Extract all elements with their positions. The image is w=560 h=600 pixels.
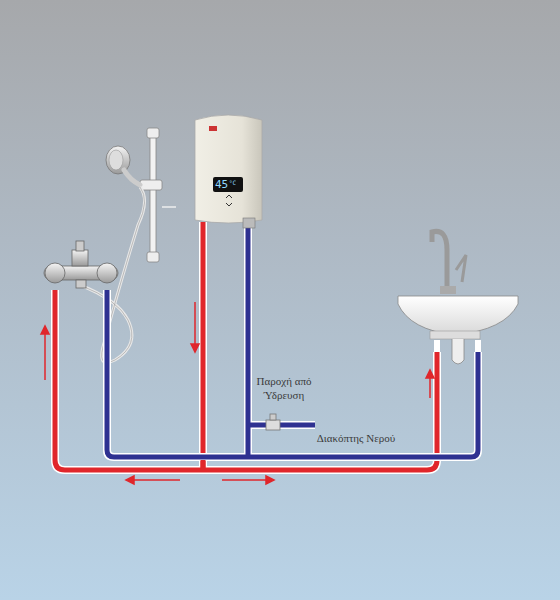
sink — [398, 231, 518, 364]
water-heater — [195, 115, 262, 228]
shower-rail — [140, 128, 176, 262]
cold-pipes — [107, 228, 478, 470]
water-valve — [266, 414, 280, 430]
valve-label: Διακόπτης Νερού — [314, 431, 398, 445]
supply-label: Παροχή από Ύδρευση — [252, 374, 316, 402]
shower-mixer — [44, 241, 118, 288]
flow-arrows — [41, 302, 434, 484]
shower-head — [106, 146, 140, 185]
display-unit: °C — [229, 179, 236, 186]
display-temperature: 45 — [215, 178, 228, 191]
